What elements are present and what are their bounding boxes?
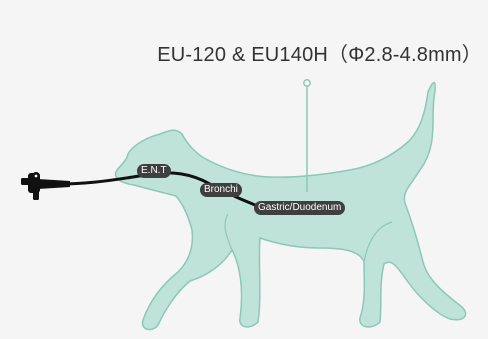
gastric-duodenum-label: Gastric/Duodenum [254,201,346,215]
title-pointer-dot [303,79,311,87]
bronchi-label: Bronchi [200,183,242,197]
ent-label: E.N.T [137,164,171,178]
product-title: EU-120 & EU140H（Φ2.8-4.8mm） [157,44,482,66]
endoscope-strain-relief [38,179,70,189]
dog-chest-line [224,213,233,251]
dog-rear-leg-line [363,221,393,263]
endoscope-handle-icon [21,172,40,200]
